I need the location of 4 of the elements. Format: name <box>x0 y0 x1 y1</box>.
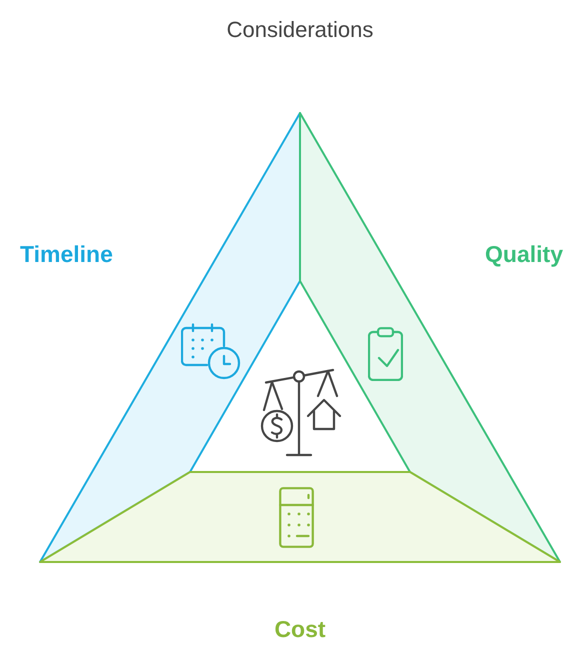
segment-label: Cost <box>274 616 326 643</box>
segment-label: Quality <box>485 241 563 268</box>
diagram-title: Considerations <box>226 17 374 43</box>
segment-label: Timeline <box>20 241 113 268</box>
